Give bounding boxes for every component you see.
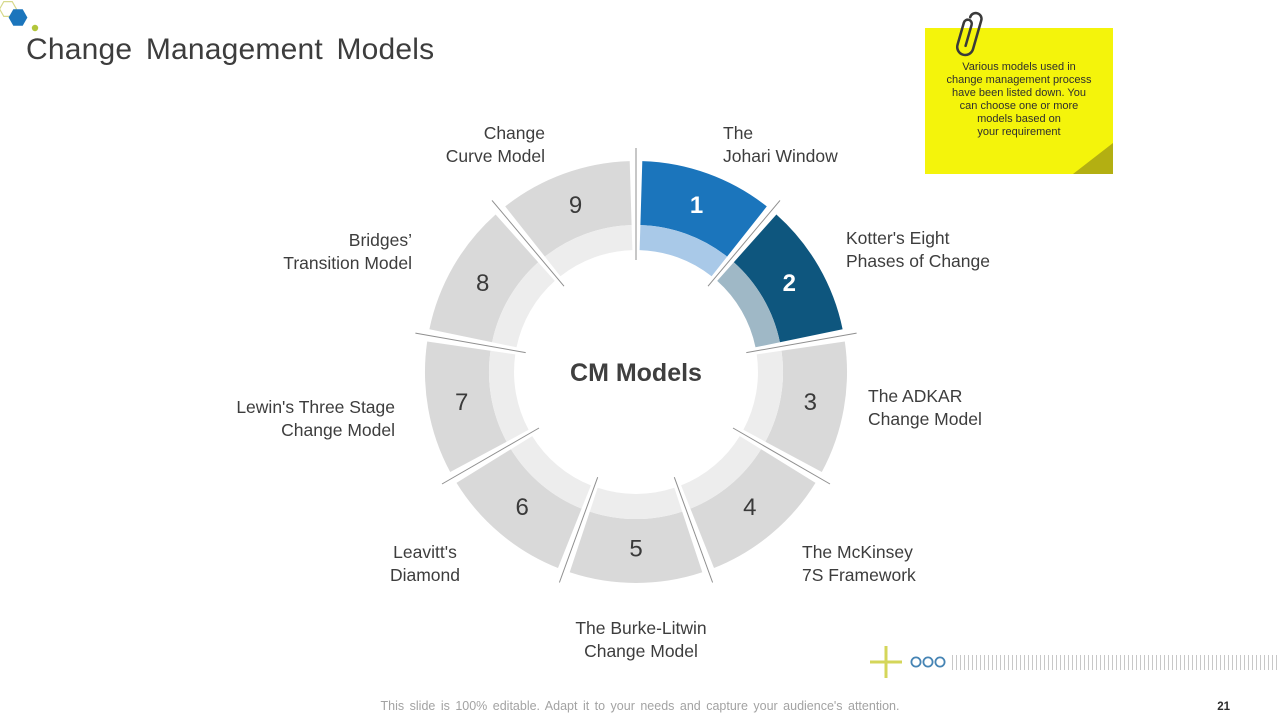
segment-number: 8 xyxy=(476,270,489,297)
donut-segment-9[interactable]: 9 xyxy=(505,161,633,277)
sticky-note: Various models used in change management… xyxy=(925,28,1113,174)
segment-number: 3 xyxy=(804,389,817,416)
segment-inner-band[interactable] xyxy=(743,350,784,442)
note-line: change management process xyxy=(946,74,1092,86)
sticky-note-text: Various models used in change management… xyxy=(925,61,1113,139)
segment-inner-band[interactable] xyxy=(492,262,555,348)
segment-number: 7 xyxy=(455,389,468,416)
segment-label-kotters-eight: Kotter's Eight Phases of Change xyxy=(846,228,990,271)
segment-divider-line xyxy=(415,332,526,354)
segment-label-bridges-transition: Bridges’ Transition Model xyxy=(283,230,412,273)
segment-inner-band[interactable] xyxy=(589,487,683,520)
segment-label-lewins-three-stage: Lewin's Three Stage Change Model xyxy=(236,397,395,440)
segment-inner-band[interactable] xyxy=(717,262,780,348)
donut-segment-6[interactable]: 6 xyxy=(456,436,591,568)
segment-outer-band[interactable] xyxy=(569,511,703,583)
segment-divider-line xyxy=(746,332,857,354)
donut-segment-7[interactable]: 7 xyxy=(424,341,529,473)
segment-outer-band[interactable] xyxy=(765,341,848,473)
segment-number: 6 xyxy=(516,494,529,521)
segment-number: 4 xyxy=(743,494,756,521)
footer-note: This slide is 100% editable. Adapt it to… xyxy=(380,699,900,713)
segment-inner-band[interactable] xyxy=(510,436,591,509)
segment-label-johari-window: The Johari Window xyxy=(723,123,838,166)
donut-segment-2[interactable]: 2 xyxy=(717,214,843,348)
segment-outer-band[interactable] xyxy=(640,161,767,257)
donut-segment-3[interactable]: 3 xyxy=(743,341,848,473)
segment-divider-line xyxy=(441,427,540,485)
segment-inner-band[interactable] xyxy=(639,225,728,277)
circles-decoration xyxy=(910,656,946,668)
donut-segment-8[interactable]: 8 xyxy=(429,214,555,348)
note-line: can choose one or more xyxy=(959,100,1079,112)
brand-logo xyxy=(0,1,39,32)
page-title: Change Management Models xyxy=(26,33,435,66)
donut-segment-4[interactable]: 4 xyxy=(681,436,816,568)
paperclip-icon xyxy=(955,11,983,57)
segment-label-adkar: The ADKAR Change Model xyxy=(868,386,982,429)
segment-divider-line xyxy=(558,477,599,583)
segment-divider-line xyxy=(673,477,714,583)
segment-outer-band[interactable] xyxy=(733,214,843,343)
segment-divider-line xyxy=(732,427,831,485)
segment-divider-line xyxy=(491,200,565,287)
note-line: have been listed down. You xyxy=(952,87,1086,99)
page-number: 21 xyxy=(1217,701,1230,713)
note-line: Various models used in xyxy=(962,61,1076,73)
segment-outer-band[interactable] xyxy=(505,161,632,257)
segment-inner-band[interactable] xyxy=(488,350,529,442)
segment-divider-line xyxy=(707,200,781,287)
segment-number: 9 xyxy=(569,192,582,219)
note-line: models based on xyxy=(977,113,1061,125)
segment-number: 1 xyxy=(690,192,703,219)
segment-label-change-curve: Change Curve Model xyxy=(445,123,545,166)
brand-dot-icon xyxy=(31,24,39,32)
dash-line-decoration xyxy=(952,655,1280,670)
segment-number: 5 xyxy=(629,536,642,563)
segment-inner-band[interactable] xyxy=(681,436,762,509)
segment-outer-band[interactable] xyxy=(456,449,582,568)
plus-icon xyxy=(870,646,902,678)
segment-label-burke-litwin: The Burke-Litwin Change Model xyxy=(575,618,707,661)
segment-inner-band[interactable] xyxy=(544,225,633,277)
segment-outer-band[interactable] xyxy=(429,214,539,343)
segment-outer-band[interactable] xyxy=(424,341,507,473)
segment-number: 2 xyxy=(783,270,796,297)
chart-center-label: CM Models xyxy=(570,359,702,387)
segment-label-mckinsey-7s: The McKinsey 7S Framework xyxy=(802,542,916,585)
donut-segment-5[interactable]: 5 xyxy=(569,487,703,583)
donut-segment-1[interactable]: 1 xyxy=(639,161,767,277)
segment-label-leavitts-diamond: Leavitt's Diamond xyxy=(389,542,461,585)
hexagon-icon xyxy=(8,9,28,26)
segment-outer-band[interactable] xyxy=(690,449,816,568)
note-line: your requirement xyxy=(977,126,1061,138)
